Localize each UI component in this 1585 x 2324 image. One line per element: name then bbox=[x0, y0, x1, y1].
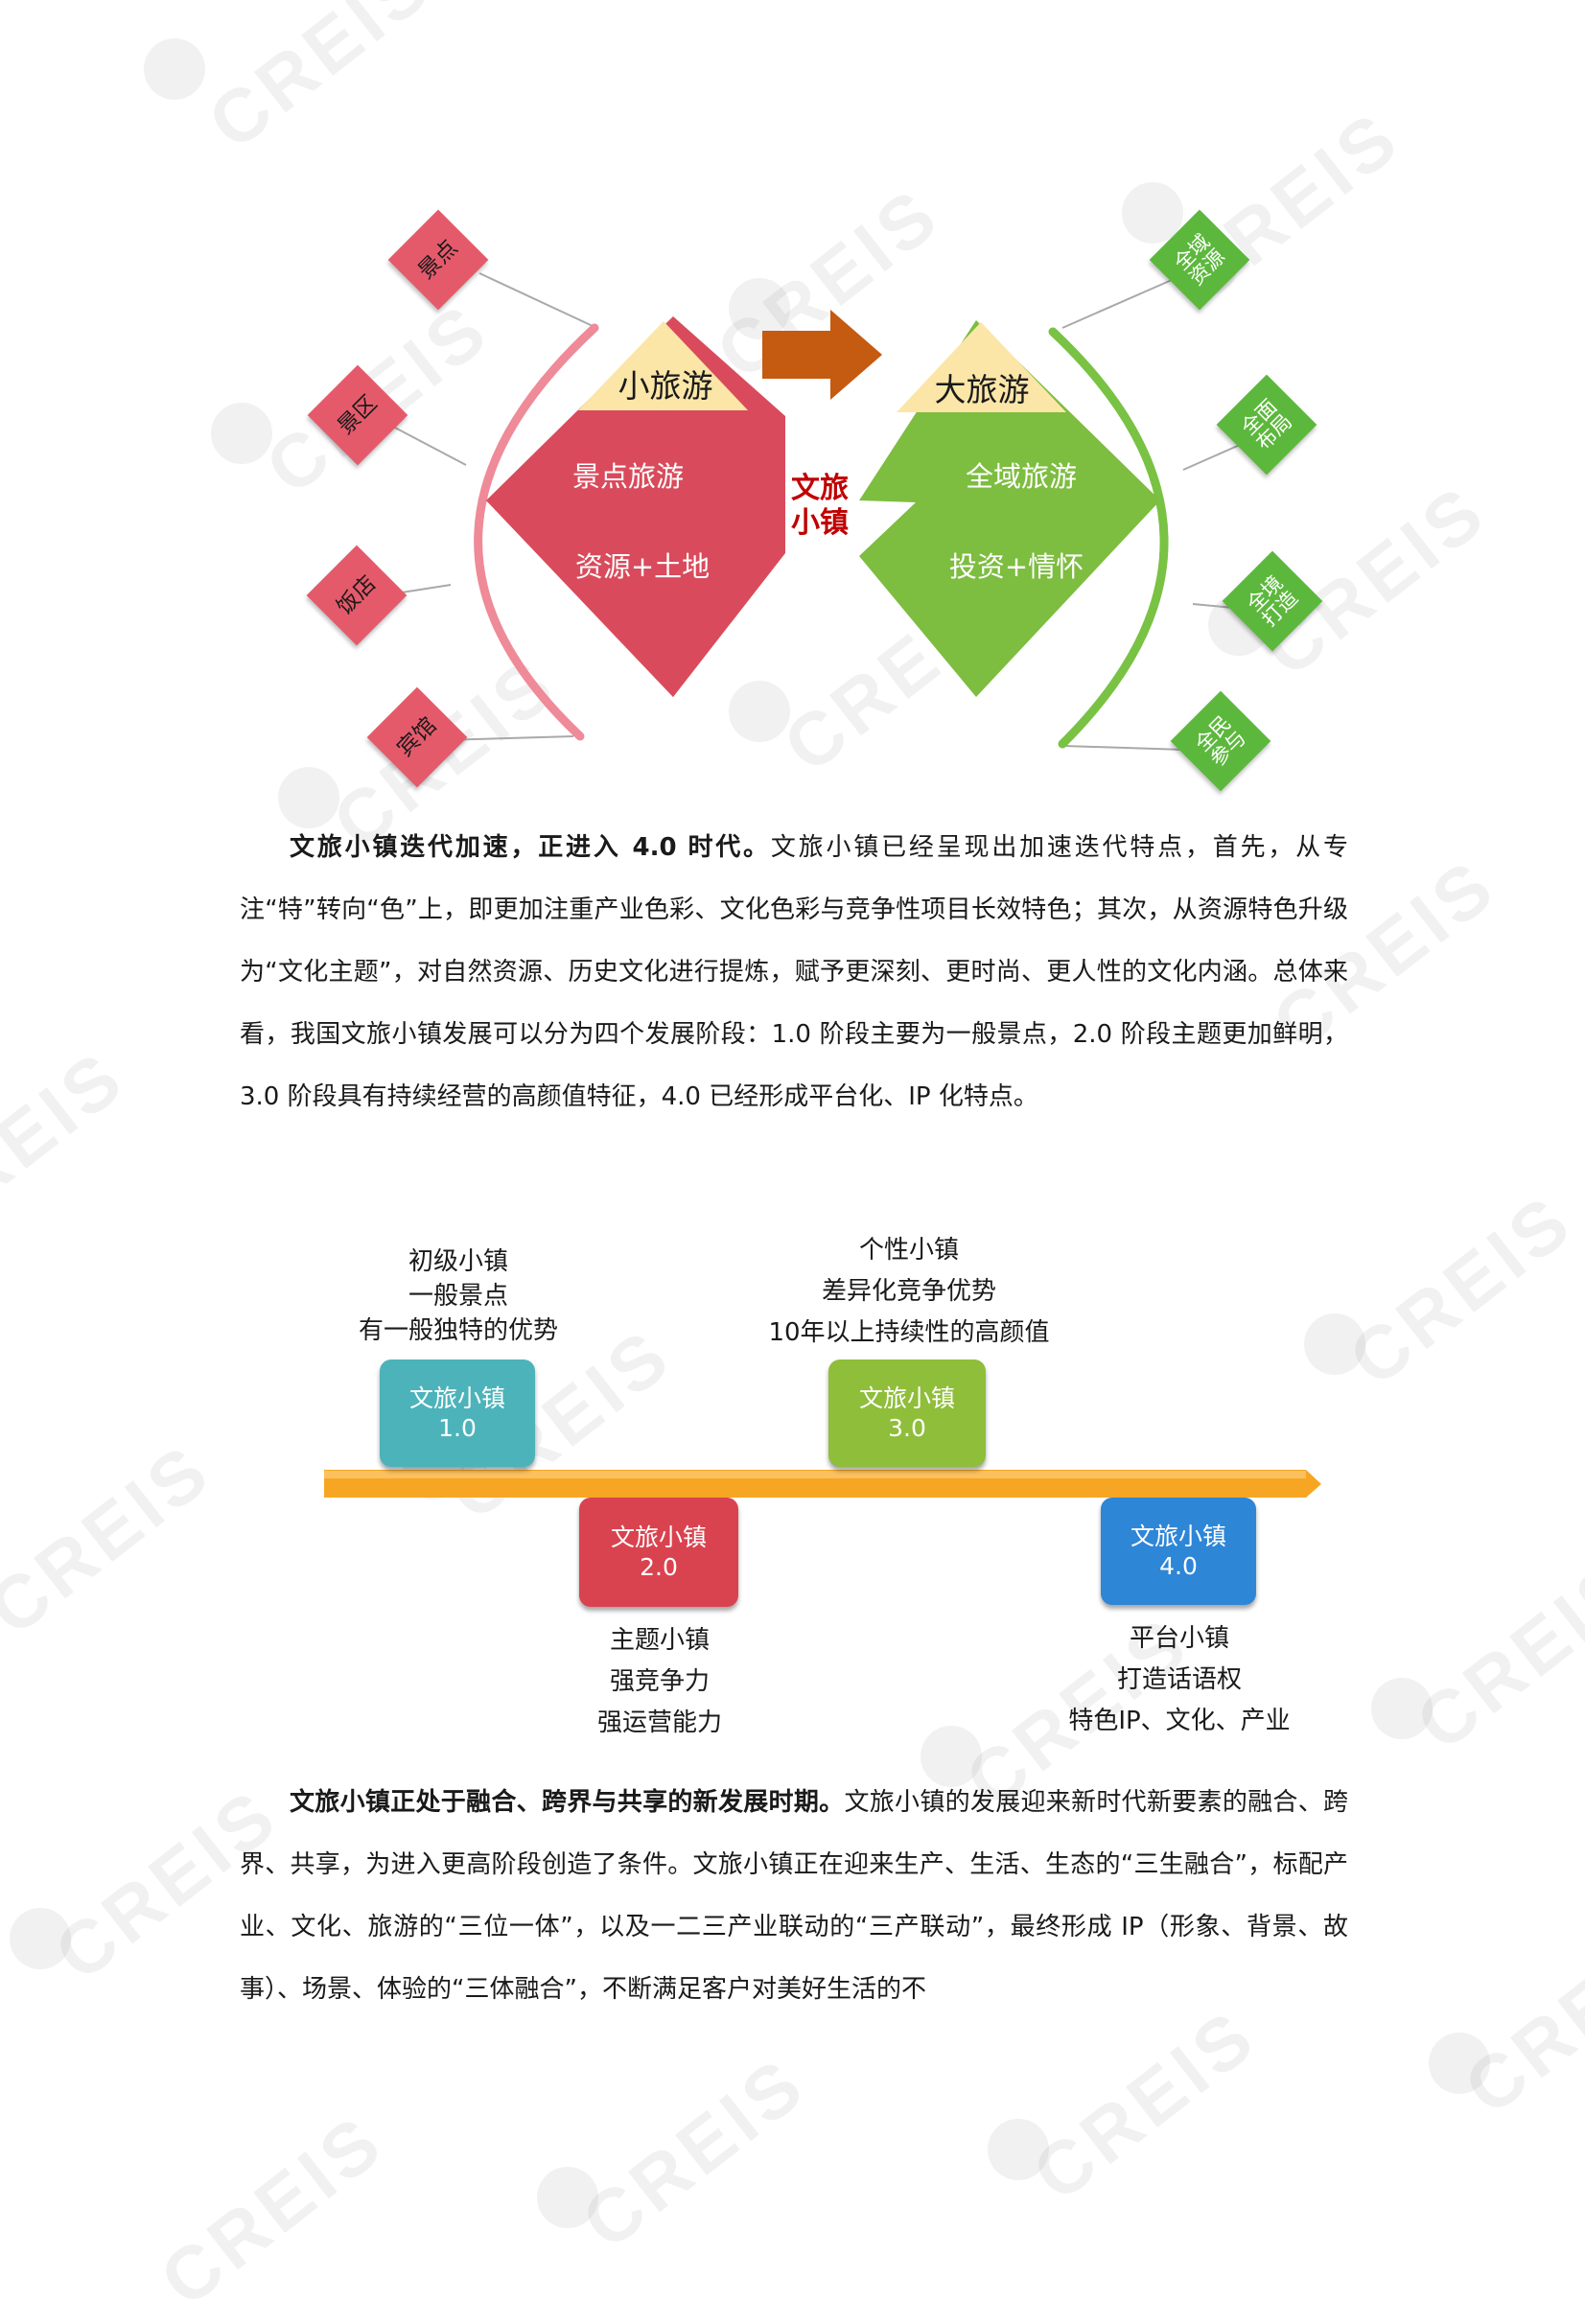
watermark: CREIS bbox=[1401, 1541, 1585, 1767]
watermark: CREIS bbox=[1334, 1176, 1585, 1403]
tourism-diagram-graphics bbox=[388, 272, 1255, 751]
transition-arrow bbox=[762, 310, 882, 400]
paragraph-iteration: 文旅小镇迭代加速，正进入 4.0 时代。文旅小镇已经呈现出加速迭代特点，首先，从… bbox=[240, 817, 1348, 1128]
watermark-logo-icon bbox=[921, 1726, 982, 1787]
watermark-logo-icon bbox=[10, 1908, 71, 1969]
watermark-logo-icon bbox=[144, 38, 205, 100]
watermark-logo-icon bbox=[729, 278, 790, 339]
watermark-logo-icon bbox=[1429, 2033, 1490, 2094]
stage-4-box: 文旅小镇 4.0 bbox=[1101, 1498, 1256, 1605]
stage-1-box: 文旅小镇 1.0 bbox=[380, 1360, 535, 1467]
left-title: 小旅游 bbox=[618, 367, 713, 405]
timeline-axis bbox=[324, 1470, 1321, 1498]
left-line1: 景点旅游 bbox=[571, 460, 684, 493]
stage-4-desc: 平台小镇 打造话语权 特色IP、文化、产业 bbox=[1068, 1624, 1291, 1735]
center-label: 文旅 小镇 bbox=[781, 472, 858, 541]
paragraph-integration: 文旅小镇正处于融合、跨界与共享的新发展时期。文旅小镇的发展迎来新时代新要素的融合… bbox=[240, 1772, 1348, 2021]
left-cap bbox=[578, 321, 748, 410]
watermark: CREIS bbox=[145, 2097, 400, 2323]
center-label-line2: 小镇 bbox=[791, 506, 849, 540]
watermark: CREIS bbox=[567, 2039, 822, 2266]
paragraph-heading: 文旅小镇迭代加速，正进入 4.0 时代。 bbox=[290, 833, 771, 862]
watermark-logo-icon bbox=[211, 403, 272, 464]
connector-line bbox=[1063, 745, 1186, 751]
watermark-logo-icon bbox=[1122, 182, 1183, 244]
stage-1-desc: 初级小镇 一般景点 有一般独特的优势 bbox=[358, 1247, 558, 1345]
right-line1: 全域旅游 bbox=[965, 460, 1077, 493]
timeline-highlight bbox=[324, 1471, 1306, 1478]
connector-line bbox=[478, 272, 594, 327]
watermark-logo-icon bbox=[278, 767, 339, 828]
watermark-logo-icon bbox=[729, 681, 790, 742]
center-label-line1: 文旅 bbox=[791, 472, 849, 505]
watermark: CREIS bbox=[1017, 1991, 1272, 2218]
right-cap bbox=[897, 322, 1066, 412]
right-diamond bbox=[859, 320, 1160, 697]
watermark-logo-icon bbox=[1304, 1313, 1365, 1375]
right-line2: 投资+情怀 bbox=[948, 550, 1084, 583]
stage-3-desc: 个性小镇 差异化竞争优势 10年以上持续性的高颜值 bbox=[768, 1236, 1050, 1347]
paragraph-body: 文旅小镇的发展迎来新时代新要素的融合、跨界、共享，为进入更高阶段创造了条件。文旅… bbox=[240, 1788, 1348, 2004]
connector-line bbox=[1061, 279, 1173, 329]
watermark-logo-icon bbox=[537, 2167, 598, 2228]
paragraph-heading: 文旅小镇正处于融合、跨界与共享的新发展时期。 bbox=[290, 1788, 845, 1817]
watermark-logo-icon bbox=[988, 2119, 1049, 2180]
stage-3-box: 文旅小镇 3.0 bbox=[828, 1360, 986, 1467]
right-bracket bbox=[1048, 327, 1169, 749]
paragraph-body: 文旅小镇已经呈现出加速迭代特点，首先，从专注“特”转向“色”上，即更加注重产业色… bbox=[240, 833, 1348, 1111]
right-title: 大旅游 bbox=[934, 371, 1030, 408]
connector-line bbox=[392, 426, 467, 466]
left-bracket bbox=[474, 323, 599, 741]
stage-2-desc: 主题小镇 强竞争力 强运营能力 bbox=[596, 1626, 722, 1737]
left-line2: 资源+土地 bbox=[574, 550, 711, 583]
watermark-logo-icon bbox=[1371, 1678, 1433, 1739]
watermark: CREIS bbox=[0, 1033, 141, 1259]
watermark: CREIS bbox=[1449, 1905, 1585, 2131]
stage-2-box: 文旅小镇 2.0 bbox=[579, 1498, 738, 1607]
